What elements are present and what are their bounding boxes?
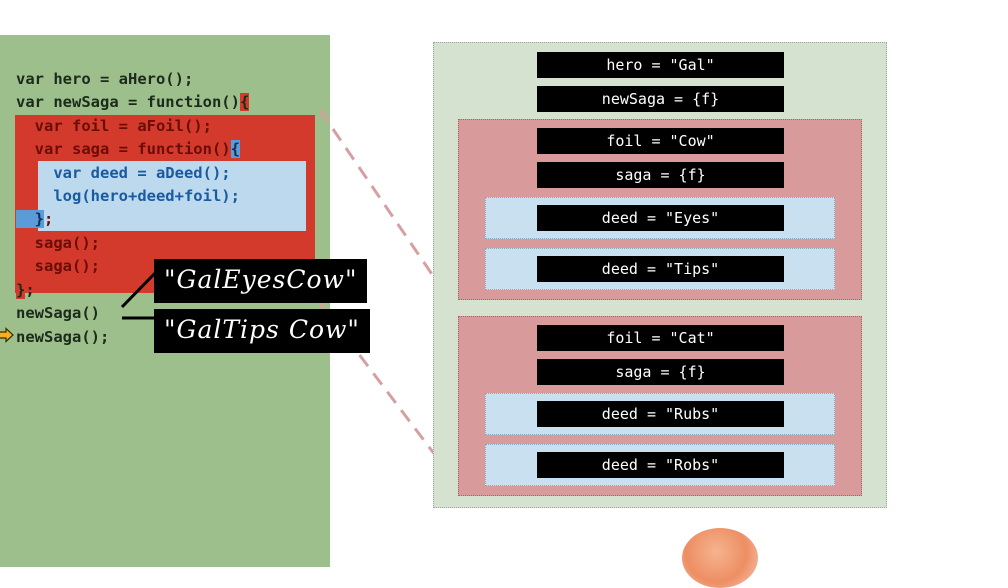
var-foil-2: foil = "Cat" <box>537 325 784 351</box>
code-line-8: saga(); <box>16 234 100 252</box>
inner-function-highlight <box>38 161 306 231</box>
code-line-7: }; <box>16 209 53 229</box>
var-saga-2: saga = {f} <box>537 359 784 385</box>
code-line-12: newSaga(); <box>16 328 110 346</box>
output-callout-2: "GalTips Cow" <box>154 309 370 353</box>
code-line-4-text: var saga = function() <box>16 140 231 158</box>
var-deed-1b: deed = "Tips" <box>537 256 784 282</box>
inner-close-brace: } <box>16 210 44 228</box>
output-callout-1: "GalEyesCow" <box>154 259 368 303</box>
var-deed-1a: deed = "Eyes" <box>537 205 784 231</box>
code-line-9: saga(); <box>16 257 100 275</box>
code-line-2-text: var newSaga = function() <box>16 93 240 111</box>
arrow-right-icon <box>0 327 14 343</box>
var-hero: hero = "Gal" <box>537 52 784 78</box>
code-line-11: newSaga() <box>16 304 100 322</box>
code-line-6: log(hero+deed+foil); <box>16 187 240 205</box>
outer-open-brace: { <box>239 93 250 111</box>
code-listing: var hero = aHero(); var newSaga = functi… <box>0 35 330 567</box>
outer-close-brace: } <box>16 281 26 299</box>
code-line-10: }; <box>16 280 35 300</box>
code-line-1: var hero = aHero(); <box>16 70 194 88</box>
var-saga-1: saga = {f} <box>537 162 784 188</box>
var-foil-1: foil = "Cow" <box>537 128 784 154</box>
code-line-3: var foil = aFoil(); <box>16 117 212 135</box>
inner-close-semicolon: ; <box>44 210 54 228</box>
code-line-5: var deed = aDeed(); <box>16 164 231 182</box>
var-deed-2b: deed = "Robs" <box>537 452 784 478</box>
outer-close-semicolon: ; <box>25 281 35 299</box>
var-deed-2a: deed = "Rubs" <box>537 401 784 427</box>
inner-open-brace: { <box>230 140 240 158</box>
presenter-cursor <box>682 528 758 588</box>
code-line-4: var saga = function(){ <box>16 139 240 159</box>
var-newsaga: newSaga = {f} <box>537 86 784 112</box>
code-line-2: var newSaga = function(){ <box>16 92 250 112</box>
